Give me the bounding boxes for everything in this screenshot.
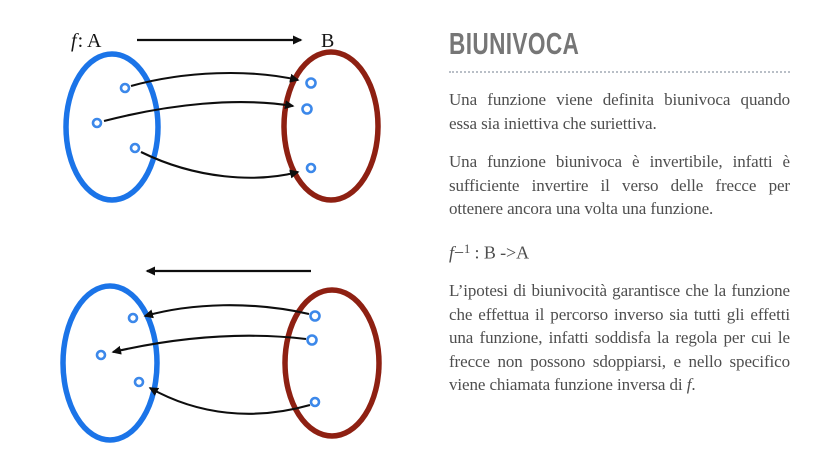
dotted-divider	[449, 71, 790, 73]
function-label-suffix: : A	[77, 30, 102, 52]
inverse-formula: f−1 : B ->A	[449, 238, 790, 265]
set-b-point-3	[305, 162, 317, 174]
set-a-point-1	[127, 312, 139, 324]
inverse-diagram-canvas	[60, 266, 382, 443]
paragraph-inverse-period: .	[691, 375, 696, 395]
inverse-mapping-arrow-3	[148, 387, 311, 415]
forward-function-label: f: A	[71, 31, 101, 51]
inverse-function-diagram: f-1: A B	[0, 233, 432, 466]
set-a-point-3	[133, 376, 145, 388]
formula-rest: : B ->A	[470, 241, 530, 262]
set-b-point-1	[305, 77, 317, 89]
paragraph-inverse-main: L’ipotesi di biunivocità garantisce che …	[449, 281, 790, 395]
set-b-point-3	[309, 396, 321, 408]
set-b-point-2	[306, 334, 318, 346]
section-heading: BIUNIVOCA	[449, 26, 580, 61]
set-a-point-3	[129, 142, 141, 154]
set-a-point-2	[95, 349, 107, 361]
set-a-ellipse	[60, 283, 160, 443]
paragraph-inverse-function: L’ipotesi di biunivocità garantisce che …	[449, 279, 790, 397]
set-a-ellipse	[63, 51, 161, 203]
inverse-mapping-arrow-2	[111, 334, 307, 355]
mapping-arrow-2	[103, 100, 295, 123]
set-a-point-1	[119, 82, 131, 94]
formula-minus: −	[453, 241, 464, 262]
set-b-point-1	[309, 310, 321, 322]
function-symbol: f	[71, 30, 77, 52]
paragraph-inverse-f: f	[686, 375, 692, 395]
set-a-point-2	[91, 117, 103, 129]
set-b-ellipse	[282, 287, 382, 439]
forward-diagram-canvas	[63, 35, 381, 203]
forward-function-diagram: f: A B	[0, 0, 432, 233]
formula-f: f	[449, 241, 454, 262]
set-b-ellipse	[281, 49, 381, 203]
paragraph-invertibility: Una funzione biunivoca è invertibile, in…	[449, 152, 790, 218]
formula-exponent: 1	[463, 241, 471, 256]
set-b-label: B	[321, 30, 335, 52]
mapping-arrow-3	[140, 151, 300, 179]
mapping-arrow-1	[130, 71, 300, 88]
set-b-point-2	[301, 103, 313, 115]
inverse-mapping-arrow-1	[143, 304, 310, 319]
text-panel: BIUNIVOCA Una funzione viene definita bi…	[449, 28, 790, 397]
paragraph-definition: Una funzione viene definita biunivoca qu…	[449, 90, 790, 133]
